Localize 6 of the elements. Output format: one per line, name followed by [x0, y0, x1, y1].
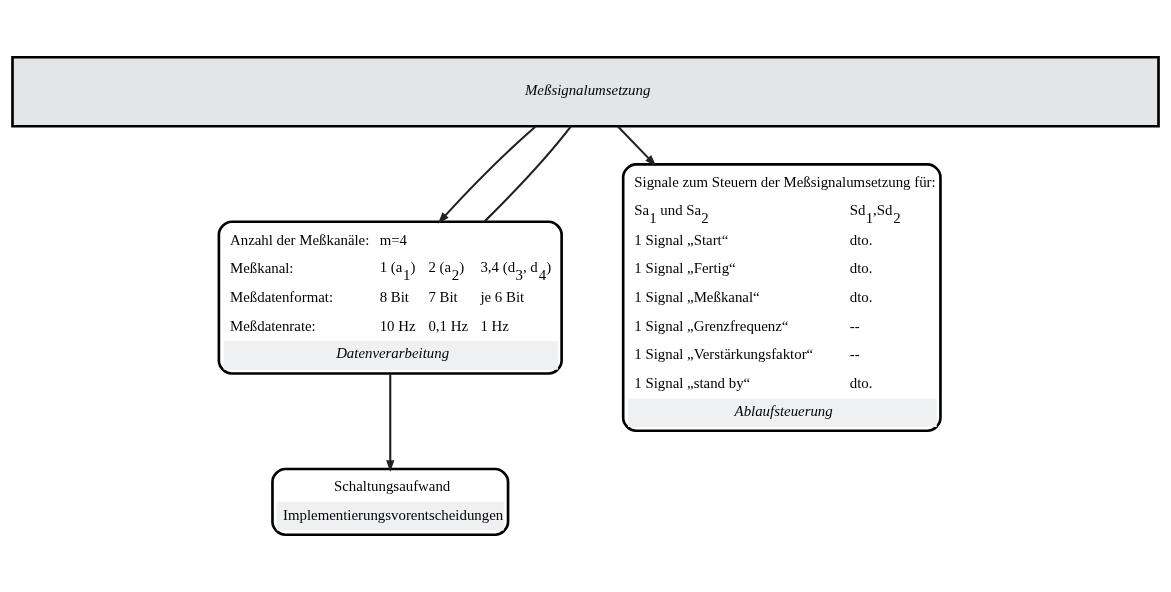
arrow — [437, 125, 537, 224]
arrow — [617, 125, 657, 167]
node-box: Meßsignalumsetzung — [11, 55, 1160, 128]
connector — [483, 125, 572, 223]
node-box: Schaltungsaufwand Implementierungsvorentscheidungen — [271, 467, 510, 537]
arrow — [386, 373, 395, 472]
